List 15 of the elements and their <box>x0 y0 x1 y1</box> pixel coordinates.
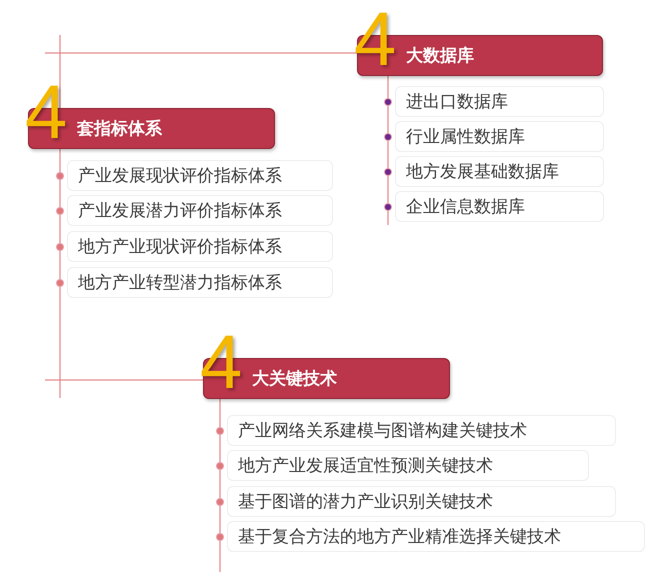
section-title: 大关键技术 <box>252 368 337 390</box>
list-item-text: 产业网络关系建模与图谱构建关键技术 <box>238 420 527 442</box>
section-title: 大数据库 <box>406 45 474 67</box>
list-item-text: 产业发展潜力评价指标体系 <box>78 200 282 222</box>
list-item-text: 基于复合方法的地方产业精准选择关键技术 <box>238 526 561 548</box>
list-item-text: 地方产业现状评价指标体系 <box>78 236 282 258</box>
list-item-text: 进出口数据库 <box>406 91 508 113</box>
section-title: 套指标体系 <box>77 118 162 140</box>
list-item-text: 地方发展基础数据库 <box>406 161 559 183</box>
list-item-text: 基于图谱的潜力产业识别关键技术 <box>238 491 493 513</box>
list-item-text: 企业信息数据库 <box>406 196 525 218</box>
list-item-text: 地方产业发展适宜性预测关键技术 <box>238 455 493 477</box>
list-item-text: 产业发展现状评价指标体系 <box>78 165 282 187</box>
list-item-text: 地方产业转型潜力指标体系 <box>78 272 282 294</box>
list-item-text: 行业属性数据库 <box>406 126 525 148</box>
